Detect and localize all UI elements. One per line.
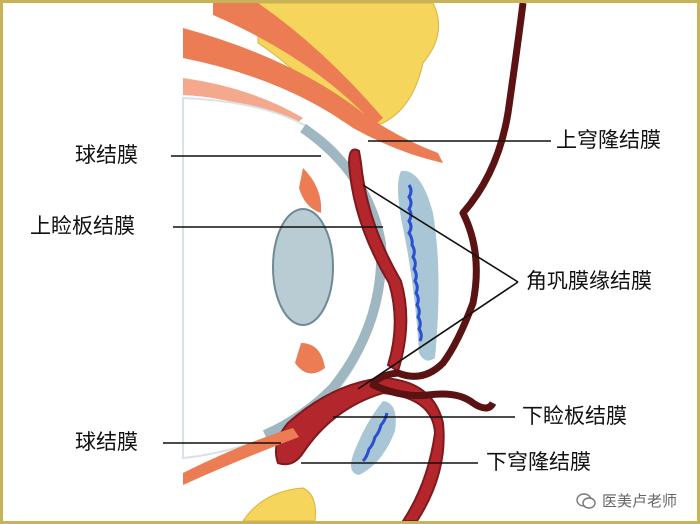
orbital-fat-bottom — [242, 487, 316, 521]
upper-tarsal-gland — [398, 170, 439, 361]
lower-gland-line — [361, 412, 389, 463]
superior-rectus-band — [213, 3, 383, 125]
upper-gland-line — [407, 184, 423, 342]
wechat-icon — [576, 492, 596, 509]
leader-limbal-b — [357, 281, 519, 390]
label-lower-tarsal-conjunctiva: 下睑板结膜 — [522, 404, 627, 428]
lens — [272, 208, 334, 326]
label-bulbar-conjunctiva-top: 球结膜 — [75, 143, 138, 167]
watermark: 医美卢老师 — [576, 490, 677, 511]
leader-limbal-a — [362, 184, 519, 283]
levator-muscle-band — [183, 28, 443, 163]
label-bulbar-conjunctiva-bottom: 球结膜 — [75, 430, 138, 454]
label-limbal-conjunctiva: 角巩膜缘结膜 — [526, 269, 652, 293]
skin-outline — [369, 3, 527, 412]
ciliary-upper — [299, 168, 322, 213]
upper-conjunctiva — [347, 148, 408, 373]
ciliary-lower — [295, 343, 325, 374]
watermark-text: 医美卢老师 — [601, 492, 677, 510]
eye-cross-section — [163, 3, 551, 521]
label-lower-fornix-conjunctiva: 下穹隆结膜 — [486, 450, 591, 474]
leader-lines — [163, 140, 551, 464]
label-upper-tarsal-conjunctiva: 上睑板结膜 — [30, 214, 135, 238]
label-upper-fornix-conjunctiva: 上穹隆结膜 — [556, 128, 661, 152]
